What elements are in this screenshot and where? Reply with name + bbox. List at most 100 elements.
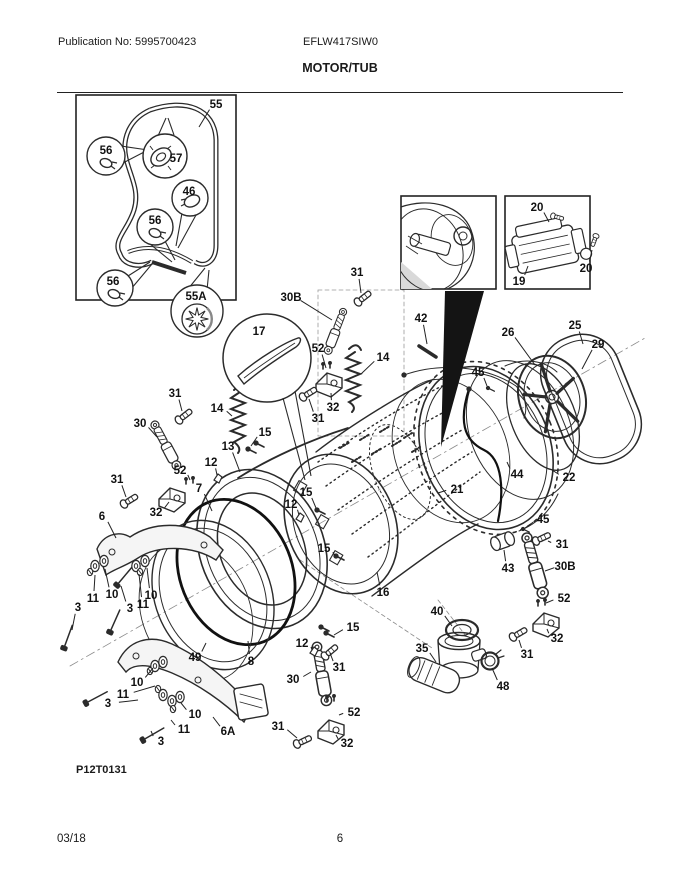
part-callout-11: 11: [117, 689, 130, 701]
leader-line-30: [148, 427, 158, 438]
drive-pulley: [517, 354, 587, 440]
leader-line-11: [133, 685, 156, 693]
part-callout-10: 10: [189, 709, 202, 721]
wiring-harness: [401, 367, 527, 523]
leader-line-52: [187, 474, 191, 481]
baffle-17-balloon: [222, 313, 312, 481]
leader-line-10: [180, 702, 187, 711]
leader-line-31: [358, 278, 362, 294]
leader-line-52: [545, 599, 554, 604]
screw-45: [485, 385, 496, 392]
part-callout-30: 30: [134, 418, 147, 430]
clamp-strip-13: [237, 427, 349, 479]
leader-line-21: [437, 489, 447, 494]
rod-42: [417, 344, 438, 359]
leader-line-3: [71, 613, 76, 631]
leader-line-14: [360, 360, 375, 375]
bolt-31: [318, 642, 341, 663]
bolt-31: [172, 406, 195, 427]
part-callout-56: 56: [100, 145, 113, 157]
part-callout-32: 32: [150, 507, 163, 519]
part-callout-46: 46: [183, 186, 196, 198]
leader-line-6: [107, 521, 117, 539]
bolt-3: [105, 608, 124, 636]
leader-line-52: [321, 354, 327, 369]
leader-line-31: [329, 652, 334, 662]
leader-line-10: [144, 667, 154, 678]
leader-line-30: [303, 671, 312, 677]
part-callout-44: 44: [511, 469, 524, 481]
leader-line-26: [514, 337, 536, 366]
screw-15: [318, 624, 330, 632]
callout-leaders: [71, 109, 593, 740]
part-callout-11: 11: [87, 593, 100, 605]
leader-line-49: [201, 642, 207, 652]
washer-10: [158, 655, 168, 669]
counterweight-top: [96, 524, 224, 577]
leader-line-10: [146, 567, 150, 589]
part-callout-56: 56: [107, 276, 120, 288]
part-callout-7: 7: [196, 483, 202, 495]
clamp-56-balloon: [136, 208, 174, 246]
hose-inset: [75, 94, 237, 338]
leader-line-32: [546, 628, 550, 634]
leader-line-14: [226, 410, 233, 417]
leader-line-15: [333, 629, 344, 636]
leader-line-31: [308, 398, 314, 412]
lock-washer-11: [136, 567, 144, 577]
screw-15: [253, 440, 265, 448]
part-callout-15: 15: [347, 622, 360, 634]
part-callout-31: 31: [556, 539, 569, 551]
part-callout-15: 15: [300, 487, 313, 499]
bolt-31: [297, 384, 320, 404]
screw-15: [323, 630, 335, 638]
part-callout-52: 52: [558, 593, 571, 605]
part-callout-20: 20: [580, 263, 593, 275]
damper-bracket-top: [315, 372, 343, 398]
part-callout-12: 12: [285, 499, 298, 511]
part-callout-10: 10: [106, 589, 119, 601]
drain-pump-35: [407, 631, 488, 694]
leader-line-13: [232, 452, 241, 473]
bolt-31: [351, 288, 374, 309]
clamp-56-balloon: [96, 269, 134, 307]
leader-line-30B: [544, 567, 555, 572]
part-callout-31: 31: [272, 721, 285, 733]
part-callout-6A: 6A: [221, 726, 236, 738]
part-callout-11: 11: [137, 599, 150, 611]
part-callout-31: 31: [351, 267, 364, 279]
bushing-43: [489, 531, 516, 552]
hose-55: [115, 102, 219, 275]
part-callout-10: 10: [131, 677, 144, 689]
leader-line-31: [286, 729, 298, 739]
part-callout-22: 22: [563, 472, 576, 484]
part-callout-16: 16: [377, 587, 390, 599]
part-callout-11: 11: [178, 724, 191, 736]
part-callout-32: 32: [551, 633, 564, 645]
leader-line-3: [120, 585, 127, 602]
part-callout-31: 31: [312, 413, 325, 425]
part-callout-3: 3: [75, 602, 81, 614]
part-callout-52: 52: [312, 343, 325, 355]
leader-line-3: [150, 730, 154, 737]
leader-line-45: [483, 377, 488, 387]
part-callout-31: 31: [111, 474, 124, 486]
lock-washer-11: [169, 704, 177, 714]
leader-line-10: [104, 568, 110, 588]
callout-labels: 55565746565655A172020193130B425214323126…: [75, 99, 605, 750]
diagram-code: P12T0131: [76, 764, 127, 776]
part-callout-10: 10: [145, 590, 158, 602]
leader-line-25: [578, 331, 584, 345]
shock-absorber-30B-top: [321, 306, 350, 357]
bolt-31: [530, 529, 553, 548]
part-callout-40: 40: [431, 606, 444, 618]
part-callout-30: 30: [287, 674, 300, 686]
damper-bracket-left: [158, 487, 186, 513]
part-callout-6: 6: [99, 511, 105, 523]
leader-line-55: [198, 109, 210, 128]
leader-line-31: [547, 540, 552, 543]
bearing-inset: [400, 195, 497, 290]
part-callout-13: 13: [222, 441, 235, 453]
leader-line-12: [310, 646, 313, 651]
part-callout-52: 52: [348, 707, 361, 719]
